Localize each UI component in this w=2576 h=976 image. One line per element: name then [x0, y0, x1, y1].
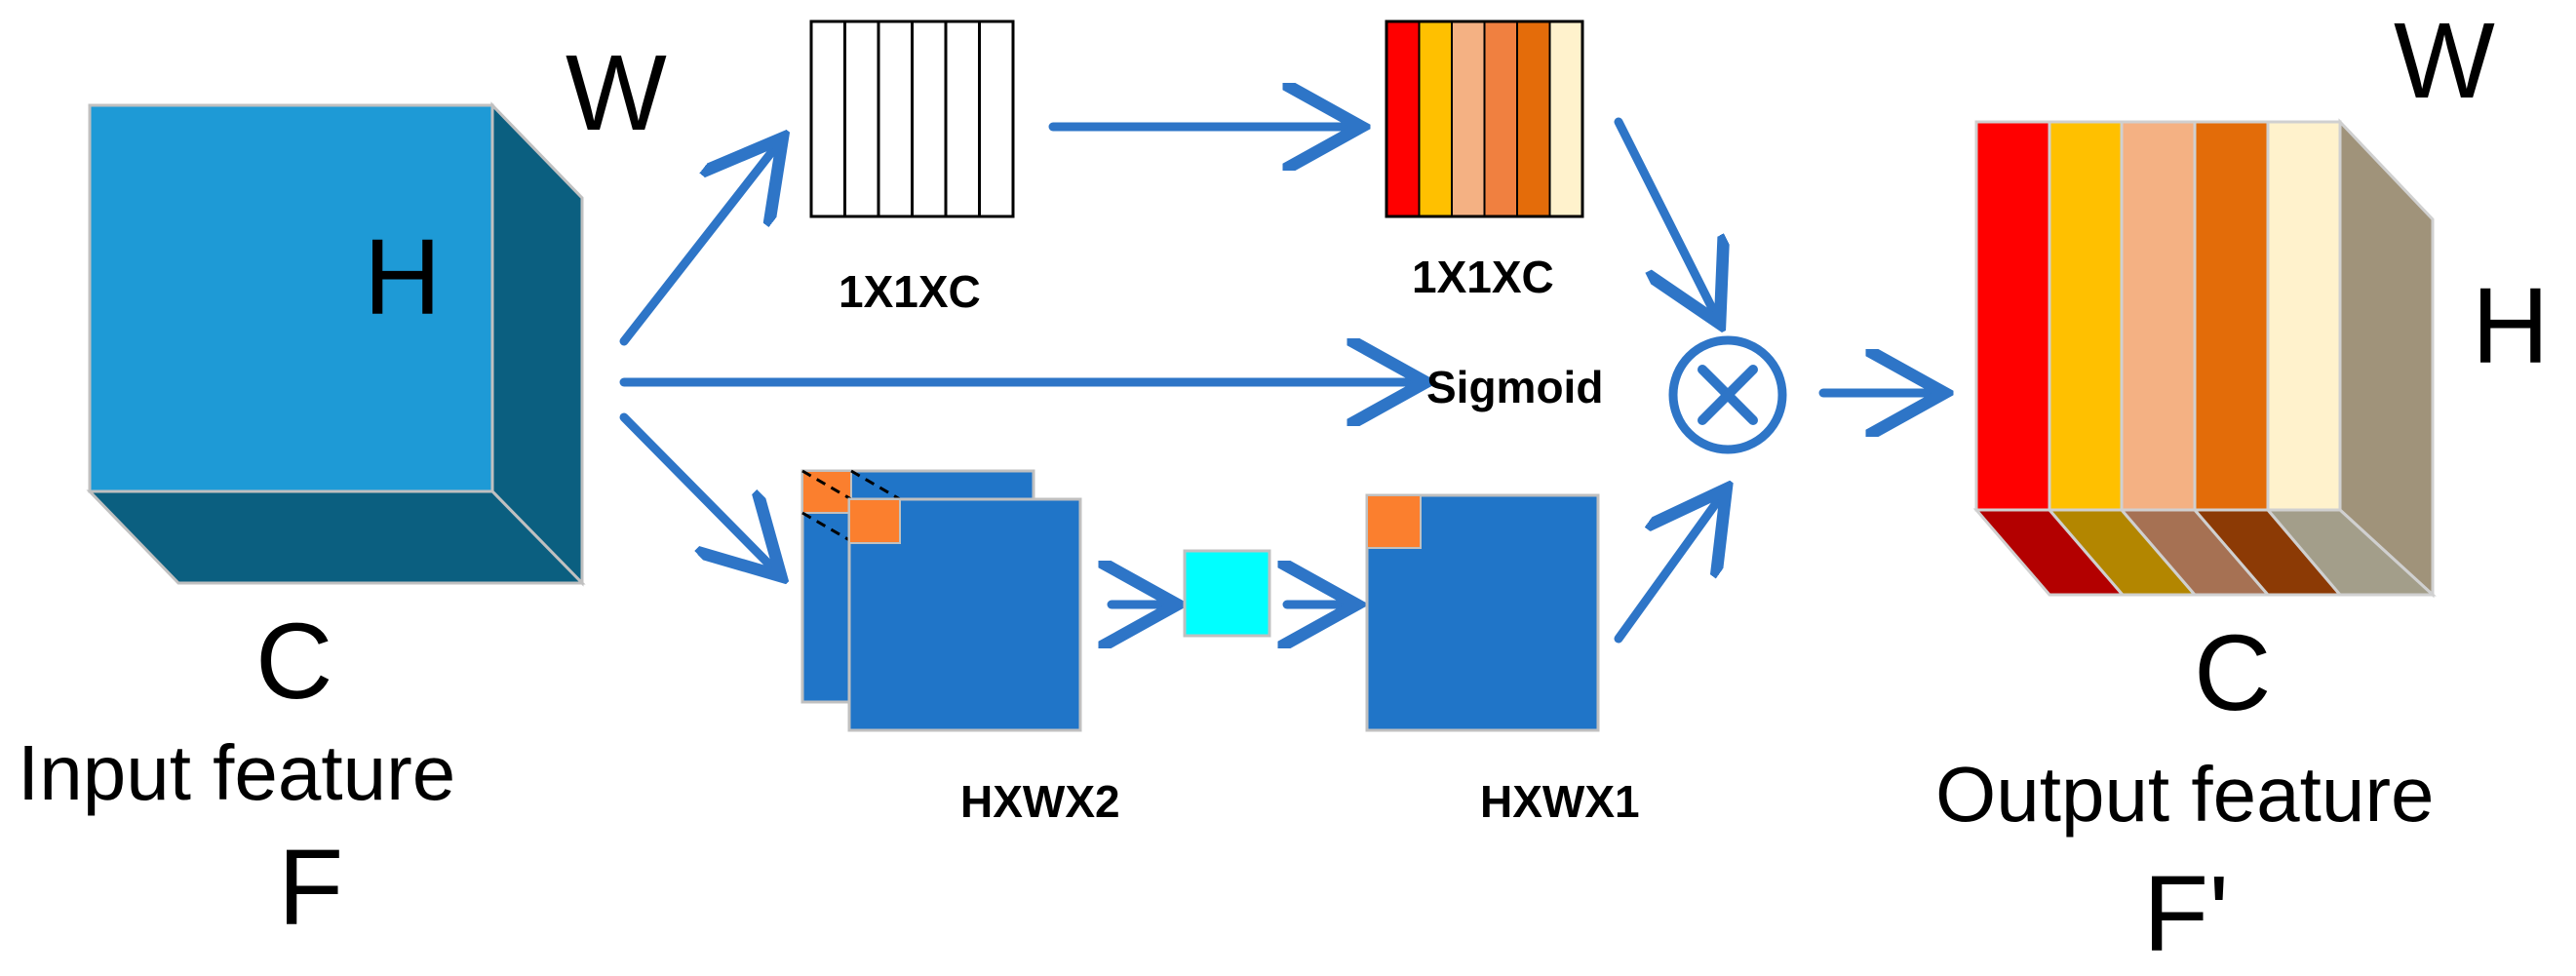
output-c-label: C	[2194, 613, 2271, 733]
spatial-attention-map	[1365, 493, 1600, 732]
multiply-icon	[1668, 335, 1787, 454]
spatial-pooled-maps	[800, 469, 1082, 732]
output-caption: Output feature	[1935, 751, 2434, 838]
input-feature-cube	[86, 101, 586, 587]
channel-weighted-label: 1X1XC	[1412, 252, 1554, 302]
arrow-channel-to-multiply	[1614, 117, 1718, 320]
input-cube-front	[88, 103, 494, 493]
output-feature-block	[1972, 118, 2437, 599]
arrow-to-spatial-pool	[619, 412, 778, 573]
input-c-label: C	[255, 602, 332, 722]
spatial-pooled-label: HXWX2	[960, 776, 1120, 827]
conv-kernel	[1183, 549, 1271, 638]
channel-pooled-vector	[809, 20, 1015, 218]
sigmoid-label: Sigmoid	[1426, 362, 1603, 412]
input-symbol: F	[278, 828, 343, 948]
input-h-label: H	[364, 217, 441, 337]
input-w-label: W	[566, 33, 667, 153]
arrow-to-channel-pool	[619, 141, 780, 346]
input-caption: Input feature	[18, 729, 455, 816]
output-symbol: F'	[2143, 854, 2229, 974]
arrow-spatial-to-multiply	[1614, 492, 1724, 644]
arrows	[619, 117, 1940, 644]
spatial-attention-label: HXWX1	[1480, 776, 1640, 827]
channel-pooled-label: 1X1XC	[839, 266, 981, 317]
output-h-label: H	[2472, 266, 2549, 386]
channel-weight-vector	[1385, 20, 1584, 218]
output-w-label: W	[2394, 1, 2495, 121]
